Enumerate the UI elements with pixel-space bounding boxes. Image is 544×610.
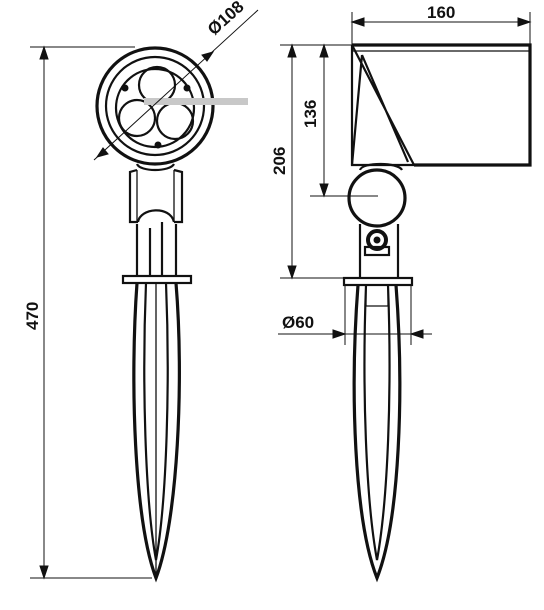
yoke-curve <box>136 209 176 223</box>
spike-outer <box>132 282 181 583</box>
side-view: 160 136 206 Ø60 <box>270 3 532 583</box>
lamp-head-outer-ring <box>95 46 215 166</box>
pivot-neck <box>358 162 403 171</box>
yoke-neck <box>135 163 175 172</box>
side-spike-slot <box>365 285 389 307</box>
screw-bottom <box>154 141 162 149</box>
screw-right <box>183 84 191 92</box>
flange-plate <box>121 274 193 285</box>
adjustment-knob-center <box>373 236 381 244</box>
yoke-arm-left <box>136 170 175 222</box>
front-diameter-label: Ø108 <box>204 0 248 39</box>
led-lens-left <box>117 98 157 138</box>
pivot-ball <box>347 168 407 228</box>
screw-left <box>121 84 129 92</box>
side-flange-plate <box>342 276 414 287</box>
head-front-bevel <box>350 44 415 166</box>
front-view: Ø108 470 <box>23 0 259 583</box>
stem <box>135 222 178 276</box>
led-lens-top <box>137 65 177 105</box>
led-lens-right <box>155 101 195 141</box>
side-stem <box>358 224 400 278</box>
head-housing <box>352 43 532 167</box>
front-height-label: 470 <box>23 302 42 330</box>
side-spike-inner <box>363 284 391 561</box>
highlight-bar <box>144 98 248 105</box>
yoke-body <box>128 168 184 224</box>
lamp-head-inner-ring <box>104 55 206 157</box>
side-total-head-label: 206 <box>270 147 289 175</box>
side-spike-outer <box>352 284 402 583</box>
diameter-leader <box>93 9 259 161</box>
side-head-height-label: 136 <box>301 100 320 128</box>
knob-bracket <box>363 245 391 257</box>
side-width-label: 160 <box>427 3 455 22</box>
side-spike-diameter-label: Ø60 <box>282 313 314 332</box>
lens-cluster <box>114 67 196 149</box>
